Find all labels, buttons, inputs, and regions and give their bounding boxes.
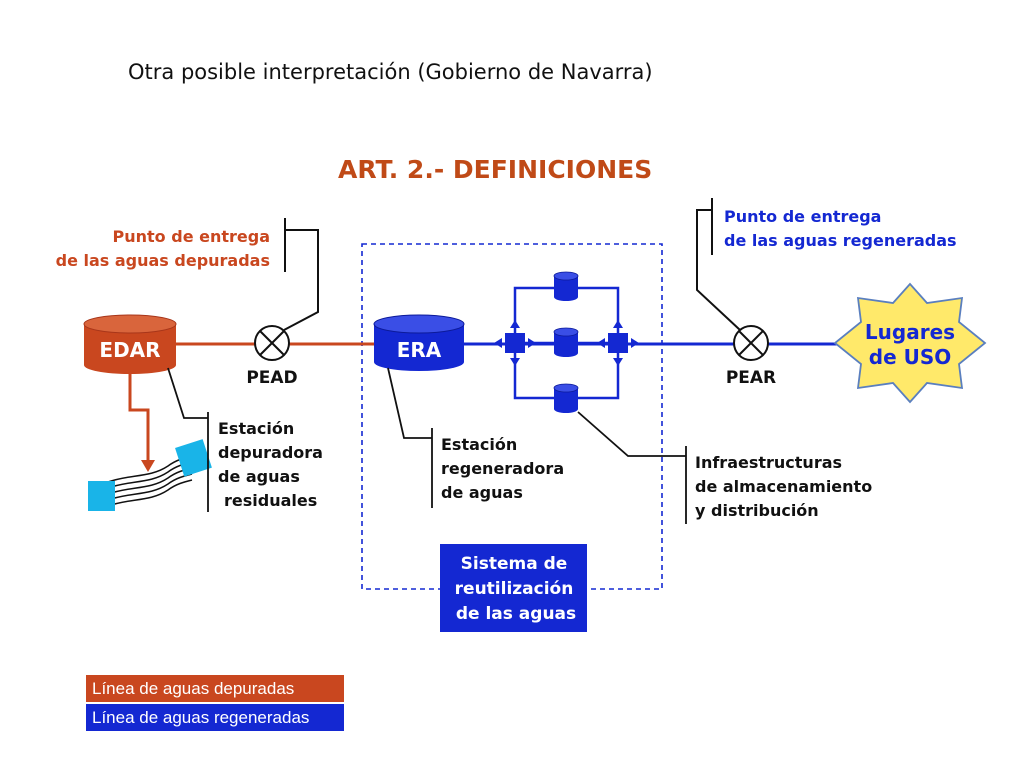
estacion-regeneradora-line-2: regeneradora <box>441 459 564 478</box>
discharge-arrowhead <box>141 460 155 472</box>
pear-label: PEAR <box>726 368 776 388</box>
era-leader <box>387 367 432 439</box>
sistema-line-3: de las aguas <box>456 604 576 624</box>
lugares-line-1: Lugares <box>865 320 955 344</box>
storage-tank-top-icon <box>553 271 579 301</box>
edar-leader <box>167 367 208 419</box>
era-tank <box>373 314 465 371</box>
estacion-depuradora-line-2: depuradora <box>218 443 323 462</box>
pear-valve-icon <box>733 325 769 361</box>
infraestructuras-line-2: de almacenamiento <box>695 477 872 496</box>
legend-depuradas: Línea de aguas depuradas <box>86 675 344 702</box>
punto-depuradas-line-1: Punto de entrega <box>113 227 270 246</box>
punto-regeneradas-leader <box>696 209 741 331</box>
storage-tank-bottom-icon <box>553 383 579 413</box>
estacion-regeneradora-line-1: Estación <box>441 435 517 454</box>
river-end-left <box>88 481 115 511</box>
infra-leader <box>577 411 686 457</box>
edar-label: EDAR <box>99 338 160 362</box>
infraestructuras-line-1: Infraestructuras <box>695 453 842 472</box>
pead-valve-icon <box>254 325 290 361</box>
era-label: ERA <box>397 338 442 362</box>
estacion-depuradora-line-1: Estación <box>218 419 294 438</box>
punto-regeneradas-line-1: Punto de entrega <box>724 207 881 226</box>
sistema-box <box>440 544 587 632</box>
legend-regeneradas: Línea de aguas regeneradas <box>86 704 344 731</box>
pead-label: PEAD <box>246 368 297 388</box>
lugares-uso-badge <box>833 282 987 404</box>
sistema-line-2: reutilización <box>455 579 574 599</box>
estacion-depuradora-line-4: residuales <box>224 491 317 510</box>
sistema-line-1: Sistema de <box>461 554 568 574</box>
slide-title: Otra posible interpretación (Gobierno de… <box>128 60 653 84</box>
infraestructuras-line-3: y distribución <box>695 501 819 520</box>
diagram-heading: ART. 2.- DEFINICIONES <box>338 155 652 184</box>
edar-tank <box>83 314 177 374</box>
junction-right-icon <box>597 320 639 366</box>
storage-tank-middle-icon <box>553 327 579 357</box>
discharge-arrow <box>128 374 150 462</box>
river-end-right <box>175 439 212 477</box>
estacion-depuradora-line-3: de aguas <box>218 467 300 486</box>
punto-regeneradas-line-2: de las aguas regeneradas <box>724 231 957 250</box>
punto-depuradas-leader <box>283 229 319 331</box>
estacion-regeneradora-line-3: de aguas <box>441 483 523 502</box>
lugares-line-2: de USO <box>869 345 952 369</box>
junction-left-icon <box>494 320 536 366</box>
punto-depuradas-line-2: de las aguas depuradas <box>56 251 270 270</box>
